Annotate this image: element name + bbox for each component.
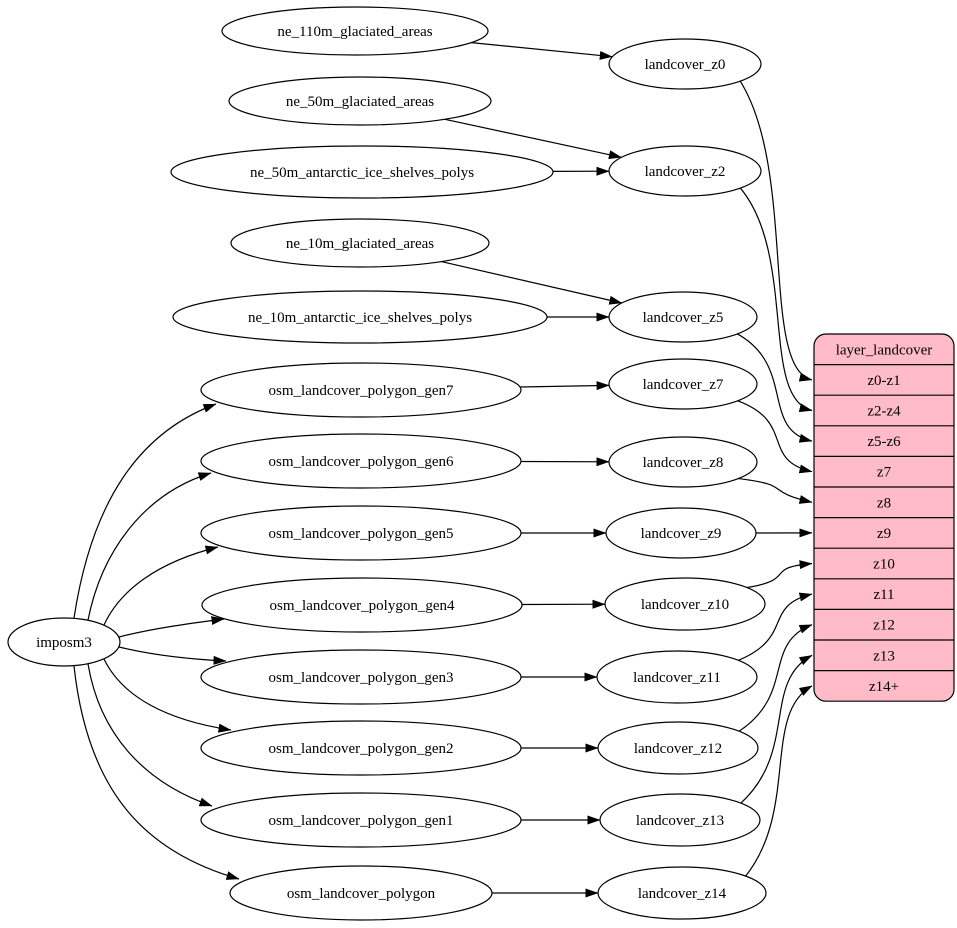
node-osm_landcover_polygon_gen1: osm_landcover_polygon_gen1 (201, 793, 521, 847)
edge-landcover_z0-to-row-z0-z1 (740, 80, 812, 380)
node-label: ne_10m_antarctic_ice_shelves_polys (248, 310, 472, 326)
edge-landcover_z8-to-row-z8 (736, 478, 812, 502)
node-landcover_z9: landcover_z9 (606, 508, 756, 558)
node-label: landcover_z13 (636, 813, 724, 829)
edge-imposm3-to-osm_landcover_polygon_gen4 (119, 619, 224, 637)
node-label: osm_landcover_polygon_gen6 (269, 454, 454, 470)
node-label: osm_landcover_polygon_gen4 (270, 598, 455, 614)
node-ne_10m_antarctic_ice_shelves_polys: ne_10m_antarctic_ice_shelves_polys (173, 291, 547, 343)
node-landcover_z2: landcover_z2 (609, 146, 761, 196)
nodes-layer: ne_110m_glaciated_areas landcover_z0 ne_50… (8, 7, 766, 920)
edge-imposm3-to-osm_landcover_polygon_gen3 (119, 647, 226, 661)
edge-landcover_z14-to-row-z14+ (745, 686, 812, 877)
table-row-z7: z7 (877, 465, 892, 481)
node-ne_50m_glaciated_areas: ne_50m_glaciated_areas (229, 77, 491, 125)
node-osm_landcover_polygon: osm_landcover_polygon (230, 866, 492, 920)
node-label: osm_landcover_polygon_gen7 (269, 383, 454, 399)
edge-imposm3-to-osm_landcover_polygon_gen1 (88, 664, 212, 806)
table-row-z14+: z14+ (869, 679, 899, 695)
node-landcover_z14: landcover_z14 (598, 867, 766, 919)
table-row-z10: z10 (873, 557, 895, 573)
node-landcover_z10: landcover_z10 (605, 578, 765, 630)
node-landcover_z13: landcover_z13 (600, 794, 760, 846)
node-imposm3: imposm3 (8, 618, 120, 666)
node-label: osm_landcover_polygon_gen3 (269, 670, 454, 686)
node-label: landcover_z11 (633, 670, 721, 686)
node-label: landcover_z7 (643, 377, 724, 393)
node-landcover_z0: landcover_z0 (609, 39, 761, 89)
node-osm_landcover_polygon_gen5: osm_landcover_polygon_gen5 (201, 506, 521, 560)
node-label: osm_landcover_polygon_gen2 (269, 741, 454, 757)
table-row-z8: z8 (877, 495, 891, 511)
node-osm_landcover_polygon_gen6: osm_landcover_polygon_gen6 (201, 434, 521, 488)
edge-imposm3-to-osm_landcover_polygon_gen5 (104, 547, 218, 625)
edge-landcover_z10-to-row-z10 (745, 564, 812, 588)
table-row-z11: z11 (873, 587, 894, 603)
node-ne_10m_glaciated_areas: ne_10m_glaciated_areas (231, 219, 489, 267)
table-row-z2-z4: z2-z4 (867, 404, 901, 420)
node-label: imposm3 (36, 635, 92, 651)
node-landcover_z5: landcover_z5 (609, 292, 757, 342)
node-label: landcover_z14 (638, 886, 727, 902)
table-row-z13: z13 (873, 648, 895, 664)
edge-imposm3-to-osm_landcover_polygon_gen6 (88, 473, 211, 620)
node-label: landcover_z8 (643, 455, 724, 471)
node-osm_landcover_polygon_gen2: osm_landcover_polygon_gen2 (201, 721, 521, 775)
node-osm_landcover_polygon_gen4: osm_landcover_polygon_gen4 (202, 578, 522, 632)
node-landcover_z7: landcover_z7 (609, 359, 757, 409)
edge-imposm3-to-osm_landcover_polygon (74, 666, 239, 879)
node-osm_landcover_polygon_gen7: osm_landcover_polygon_gen7 (201, 363, 521, 417)
node-landcover_z11: landcover_z11 (597, 651, 757, 703)
node-landcover_z12: landcover_z12 (598, 722, 758, 774)
node-label: landcover_z10 (641, 597, 729, 613)
table-layer: layer_landcover z0-z1 z2-z4 z5-z6 z7 z8 z9 z10 z… (814, 334, 954, 701)
node-label: landcover_z0 (645, 57, 726, 73)
node-label: ne_50m_antarctic_ice_shelves_polys (250, 165, 474, 181)
table-row-z0-z1: z0-z1 (867, 373, 900, 389)
table-row-z12: z12 (873, 618, 895, 634)
node-label: osm_landcover_polygon (287, 886, 436, 902)
node-landcover_z8: landcover_z8 (609, 437, 757, 487)
node-ne_110m_glaciated_areas: ne_110m_glaciated_areas (222, 7, 488, 55)
node-label: ne_110m_glaciated_areas (277, 24, 432, 40)
table-row-z9: z9 (877, 526, 891, 542)
node-label: osm_landcover_polygon_gen5 (269, 526, 454, 542)
node-label: landcover_z12 (634, 741, 722, 757)
node-label: ne_50m_glaciated_areas (286, 94, 434, 110)
node-label: ne_10m_glaciated_areas (286, 236, 434, 252)
node-label: landcover_z9 (641, 526, 722, 542)
node-label: landcover_z5 (643, 310, 724, 326)
node-ne_50m_antarctic_ice_shelves_polys: ne_50m_antarctic_ice_shelves_polys (171, 146, 553, 198)
node-label: landcover_z2 (645, 164, 726, 180)
node-osm_landcover_polygon_gen3: osm_landcover_polygon_gen3 (201, 650, 521, 704)
node-label: osm_landcover_polygon_gen1 (269, 813, 454, 829)
edge-osm_landcover_polygon_gen7-to-landcover_z7 (520, 385, 609, 387)
table-header: layer_landcover (836, 342, 933, 358)
table-row-z5-z6: z5-z6 (867, 434, 901, 450)
edge-ne_110m_glaciated_areas-to-landcover_z0 (471, 43, 612, 57)
